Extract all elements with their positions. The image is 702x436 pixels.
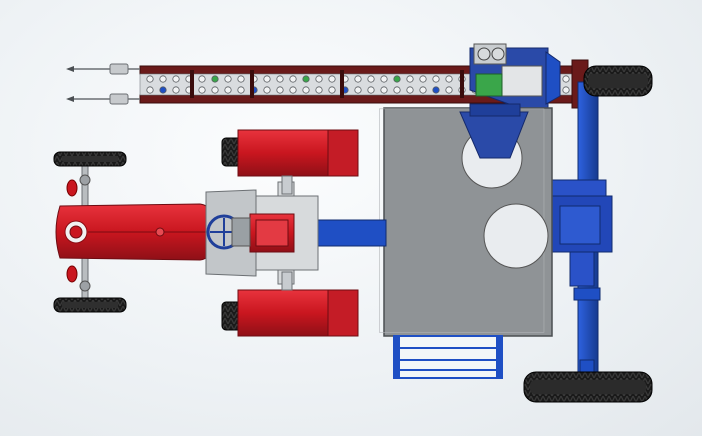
seed-unit [354, 86, 362, 94]
seed-unit [159, 75, 167, 83]
seed-unit [432, 75, 440, 83]
rear-tire-bottom [523, 371, 653, 403]
seed-unit [367, 86, 375, 94]
seed-unit [211, 75, 219, 83]
seed-unit [380, 86, 388, 94]
seed-unit [302, 86, 310, 94]
steering-wheel [206, 214, 251, 250]
implement-frame [545, 81, 613, 383]
tractor [53, 129, 359, 337]
seed-unit [419, 86, 427, 94]
tractor-rear-wheel-bottom [221, 289, 359, 337]
seed-unit [224, 86, 232, 94]
seed-unit [263, 86, 271, 94]
seed-unit [328, 86, 336, 94]
seed-unit [393, 75, 401, 83]
seed-unit [146, 75, 154, 83]
seed-unit [172, 86, 180, 94]
seed-unit [172, 75, 180, 83]
seed-unit [367, 75, 375, 83]
seed-unit [562, 86, 570, 94]
probe-bottom [66, 93, 140, 105]
front-tire-bottom [53, 297, 127, 313]
seed-unit [328, 75, 336, 83]
bar-bracket [190, 70, 194, 98]
rear-tire-top [583, 65, 653, 97]
seed-unit [289, 75, 297, 83]
tractor-seat [249, 213, 295, 253]
gearbox [469, 43, 561, 109]
seed-unit [406, 86, 414, 94]
seed-unit [302, 75, 310, 83]
seed-unit [211, 86, 219, 94]
seed-unit [276, 86, 284, 94]
seed-unit [198, 75, 206, 83]
seed-unit [159, 86, 167, 94]
seed-unit [562, 75, 570, 83]
seed-unit [445, 75, 453, 83]
seed-unit [198, 86, 206, 94]
seed-unit [146, 86, 154, 94]
seed-unit [289, 86, 297, 94]
seed-unit [393, 86, 401, 94]
front-tire-top [53, 151, 127, 167]
seed-unit [354, 75, 362, 83]
tractor-rear-wheel-top [221, 129, 359, 177]
seed-unit [419, 75, 427, 83]
seed-unit [276, 75, 284, 83]
probe-top [66, 63, 140, 75]
seed-unit [315, 86, 323, 94]
seed-unit [432, 86, 440, 94]
seed-unit [237, 75, 245, 83]
tractor-hood [55, 203, 217, 261]
bar-bracket [460, 70, 464, 98]
access-steps [393, 335, 503, 379]
seed-unit [406, 75, 414, 83]
bar-bracket [340, 70, 344, 98]
seed-unit [237, 86, 245, 94]
hopper-plate [379, 103, 553, 337]
seed-unit [445, 86, 453, 94]
seed-unit [263, 75, 271, 83]
seed-unit [224, 75, 232, 83]
bar-bracket [250, 70, 254, 98]
seed-unit [380, 75, 388, 83]
seed-unit [315, 75, 323, 83]
